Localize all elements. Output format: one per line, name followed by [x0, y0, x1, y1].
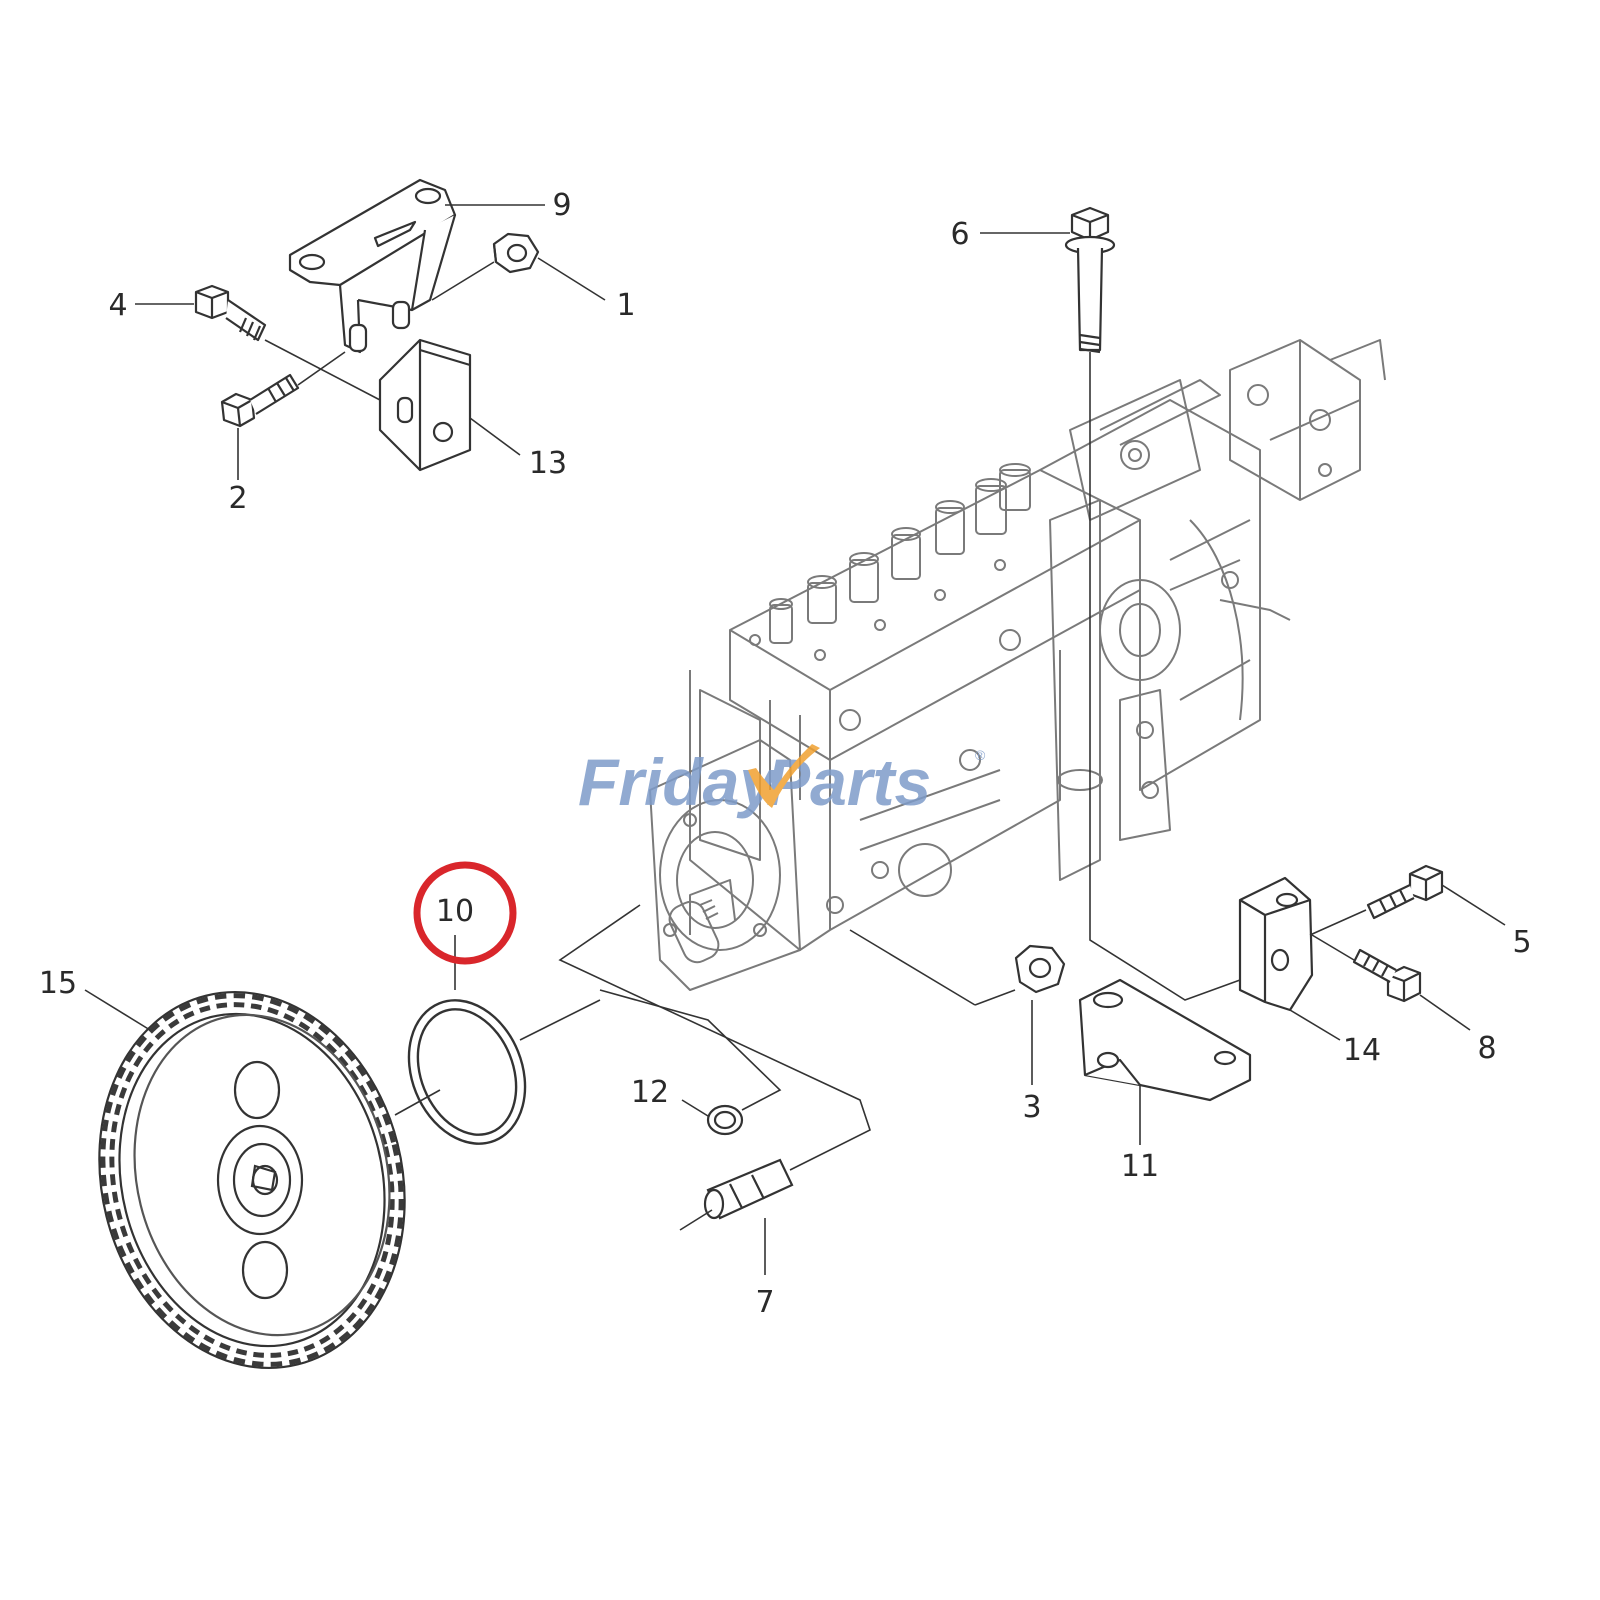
callout-14: 14 [1343, 1033, 1381, 1068]
watermark-brand-part1: Friday [578, 745, 779, 819]
bolt-6-drawing [1064, 206, 1116, 354]
watermark-registered-mark: ® [975, 747, 986, 763]
highlight-ring [413, 861, 517, 965]
callout-1: 1 [616, 288, 635, 323]
callout-labels: 9 1 4 2 13 6 10 15 12 7 3 11 5 8 14 [39, 188, 1532, 1320]
leader-lines [84, 204, 1506, 1275]
callout-9: 9 [552, 188, 571, 223]
callout-10: 10 [436, 894, 474, 929]
watermark-brand-part2: Parts [766, 745, 931, 819]
callout-4: 4 [108, 288, 127, 323]
callout-8: 8 [1477, 1031, 1496, 1066]
callout-3: 3 [1022, 1090, 1041, 1125]
watermark-logo: FridayParts ® [578, 744, 986, 819]
callout-11: 11 [1121, 1149, 1159, 1184]
injection-pump-drawing [649, 339, 1386, 991]
right-bracket-assembly-drawing [1014, 864, 1444, 1102]
small-parts-drawing [703, 1104, 794, 1220]
o-ring-part-10-drawing [407, 999, 527, 1145]
bracket-assembly-drawing [194, 178, 540, 472]
svg-text:FridayParts: FridayParts [578, 745, 931, 819]
callout-12: 12 [631, 1075, 669, 1110]
watermark-check-mark [748, 744, 820, 808]
callout-6: 6 [950, 217, 969, 252]
callout-2: 2 [228, 481, 247, 516]
callout-7: 7 [755, 1285, 774, 1320]
callout-5: 5 [1512, 925, 1531, 960]
callout-15: 15 [39, 966, 77, 1001]
callout-13: 13 [529, 446, 567, 481]
gear-part-15-drawing [98, 991, 406, 1369]
